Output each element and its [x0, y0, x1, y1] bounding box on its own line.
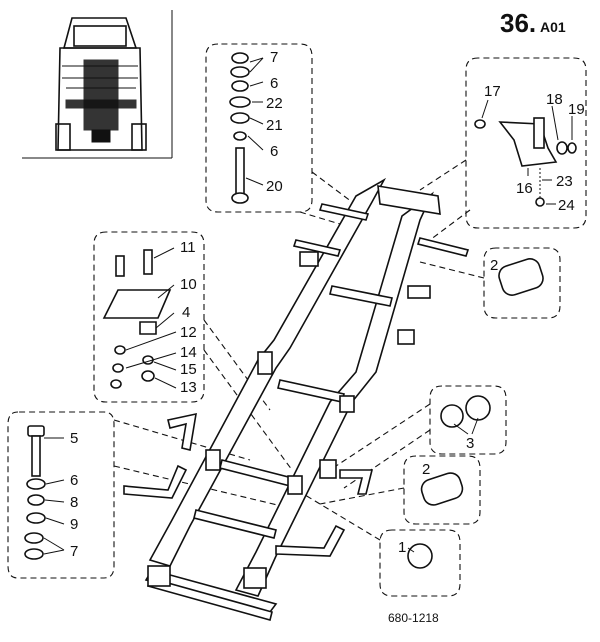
callout-6-mid: 6 [270, 143, 278, 160]
callout-11: 11 [180, 239, 196, 256]
callout-21: 21 [266, 117, 283, 134]
group-cap-2-upper: 2 [483, 247, 561, 319]
callout-13: 13 [180, 379, 197, 396]
group-spring-bolt: 5 6 8 9 7 [7, 411, 115, 579]
callout-17: 17 [484, 83, 501, 100]
group-cap-1: 1 [379, 529, 461, 597]
figure-code: 680-1218 [388, 611, 439, 625]
group-plate: 11 10 4 12 14 15 13 [93, 231, 205, 403]
group-mount-bolt: 7 6 22 21 6 20 [205, 43, 313, 213]
callout-9: 9 [70, 516, 78, 533]
section-number: 36. [500, 8, 536, 38]
callout-4: 4 [182, 304, 190, 321]
callout-6-top: 6 [270, 75, 278, 92]
chassis-frame [123, 177, 470, 621]
group-bracket: 17 18 19 23 16 24 [465, 57, 587, 229]
callout-20: 20 [266, 178, 283, 195]
callout-7-lower: 7 [70, 543, 78, 560]
callout-19: 19 [568, 101, 585, 118]
callout-15: 15 [180, 361, 197, 378]
locator-inset [22, 10, 173, 159]
callout-18: 18 [546, 91, 563, 108]
callout-24: 24 [558, 197, 575, 214]
callout-7-top: 7 [270, 49, 278, 66]
callout-3: 3 [466, 435, 474, 452]
callout-12: 12 [180, 324, 197, 341]
section-suffix: A01 [540, 19, 566, 35]
group-cap-3: 3 [429, 385, 507, 455]
callout-14: 14 [180, 344, 197, 361]
callout-5: 5 [70, 430, 78, 447]
callout-2-upper: 2 [490, 257, 498, 274]
callout-22: 22 [266, 95, 283, 112]
callout-16: 16 [516, 180, 533, 197]
group-cap-2-lower: 2 [403, 455, 481, 525]
callout-23: 23 [556, 173, 573, 190]
callout-8: 8 [70, 494, 78, 511]
callout-10: 10 [180, 276, 197, 293]
callout-6-lower: 6 [70, 472, 78, 489]
callout-2-lower: 2 [422, 461, 430, 478]
callout-1: 1 [398, 539, 406, 556]
